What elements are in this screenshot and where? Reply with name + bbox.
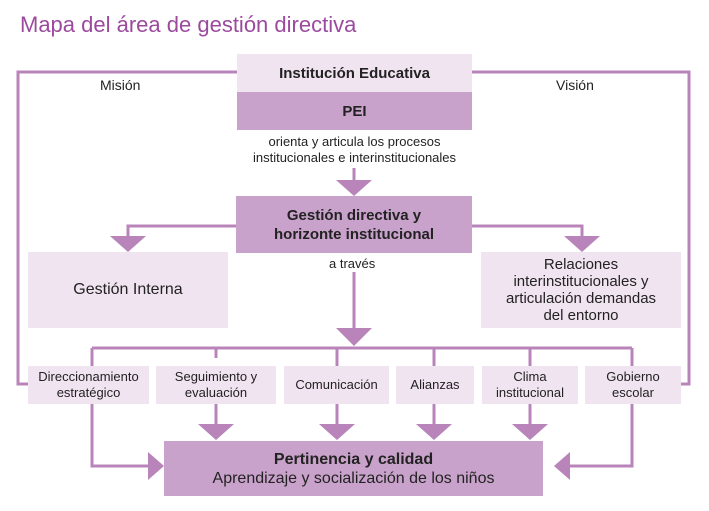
relaciones-line-3: articulación demandas (505, 290, 657, 307)
relaciones-line-4: del entorno (543, 307, 619, 324)
vision-connector (472, 70, 691, 386)
proceso-alianzas-box: Alianzas (396, 366, 474, 404)
branch-left-line (126, 224, 236, 236)
orienta-line-2: institucionales e interinstitucionales (252, 150, 457, 165)
proceso-direccionamiento-box: Direccionamiento estratégico (28, 366, 149, 404)
gestion-interna-box: Gestión Interna (28, 252, 228, 328)
gestion-directiva-line-2: horizonte institucional (274, 225, 434, 243)
pei-box: PEI (237, 92, 472, 130)
gestion-directiva-line-1: Gestión directiva y (286, 206, 422, 224)
arrow-down-comunicacion (319, 424, 355, 440)
resultado-line-1: Pertinencia y calidad (273, 450, 434, 468)
relaciones-box: Relaciones interinstitucionales y articu… (481, 252, 681, 328)
mision-label: Misión (100, 77, 141, 93)
arrow-left-result (554, 452, 570, 480)
proceso-gobierno-line-1: Gobierno (606, 369, 660, 384)
relaciones-line-2: interinstitucionales y (513, 273, 649, 290)
gestion-interna-label: Gestión Interna (73, 281, 183, 298)
proceso-gobierno-line-2: escolar (612, 385, 654, 400)
institucion-box: Institución Educativa (237, 54, 472, 92)
proceso-comunicacion-label: Comunicación (295, 377, 378, 392)
arrow-down-interna (110, 236, 146, 252)
pei-label: PEI (342, 102, 367, 120)
proceso-alianzas-label: Alianzas (410, 377, 460, 392)
proceso-seguimiento-line-1: Seguimiento y (174, 369, 258, 384)
proceso-comunicacion-box: Comunicación (284, 366, 389, 404)
mision-connector (16, 70, 237, 386)
proceso-gobierno-box: Gobierno escolar (585, 366, 681, 404)
resultado-box: Pertinencia y calidad Aprendizaje y soci… (164, 441, 543, 496)
arrow-down-clima (512, 424, 548, 440)
gestion-directiva-box: Gestión directiva y horizonte institucio… (236, 196, 472, 253)
proceso-clima-line-1: Clima (513, 369, 547, 384)
proceso-clima-box: Clima institucional (482, 366, 578, 404)
proceso-direccionamiento-line-1: Direccionamiento (38, 369, 139, 384)
orienta-line-1: orienta y articula los procesos (268, 134, 441, 149)
arrow-down-seguimiento (198, 424, 234, 440)
arrow-down-directiva (336, 180, 372, 196)
vision-label: Visión (556, 77, 594, 93)
proceso-seguimiento-line-2: evaluación (184, 385, 248, 400)
page-title: Mapa del área de gestión directiva (20, 12, 357, 37)
orienta-text: orienta y articula los procesos instituc… (220, 134, 489, 166)
institucion-label: Institución Educativa (279, 64, 430, 82)
relaciones-line-1: Relaciones (543, 256, 619, 273)
arrow-down-relaciones (564, 236, 600, 252)
proceso-seguimiento-box: Seguimiento y evaluación (156, 366, 276, 404)
arrow-down-alianzas (416, 424, 452, 440)
resultado-line-2: Aprendizaje y socialización de los niños (212, 469, 495, 487)
a-traves-label: a través (329, 256, 376, 271)
proceso-clima-line-2: institucional (496, 385, 564, 400)
proceso-direccionamiento-line-2: estratégico (56, 385, 121, 400)
branch-right-line (472, 224, 584, 236)
arrow-right-result (148, 452, 164, 480)
arrow-down-procesos (336, 328, 372, 346)
